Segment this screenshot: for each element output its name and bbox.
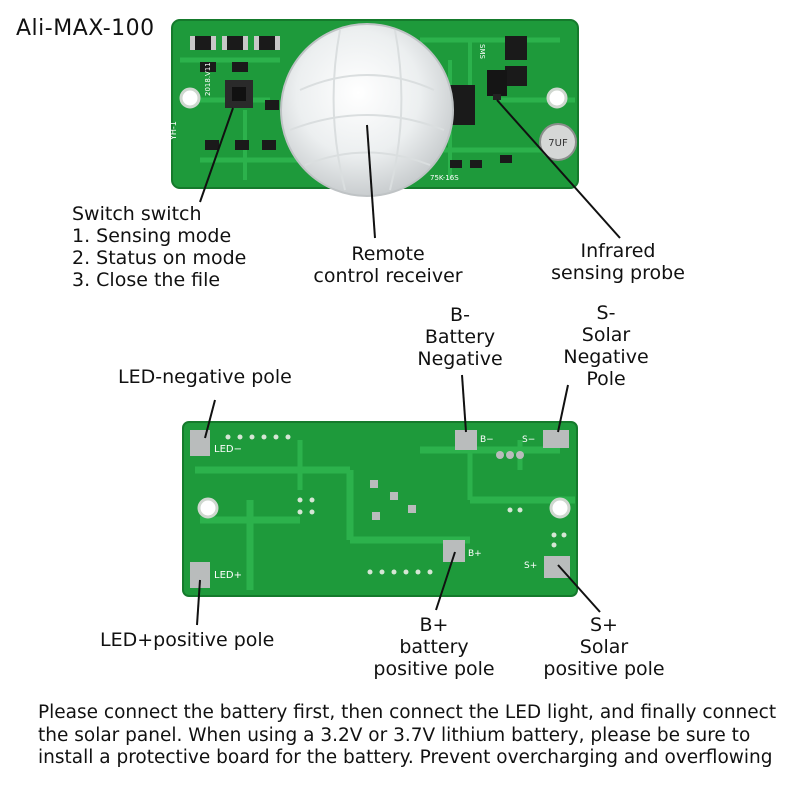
infrared-callout: Infrared sensing probe bbox=[551, 240, 685, 284]
s-negative-callout: S- Solar Negative Pole bbox=[563, 302, 649, 390]
svg-text:75K-16S: 75K-16S bbox=[430, 174, 459, 182]
switch-callout: Switch switch 1. Sensing mode 2. Status … bbox=[72, 203, 247, 291]
chip bbox=[232, 62, 248, 72]
silk-s-plus: S+ bbox=[524, 561, 537, 571]
remote-callout: Remote control receiver bbox=[313, 243, 463, 287]
mount-hole bbox=[179, 87, 201, 109]
chip bbox=[262, 140, 276, 150]
chip bbox=[235, 140, 249, 150]
brand-title: Ali-MAX-100 bbox=[16, 16, 155, 41]
svg-text:2018.V11: 2018.V11 bbox=[204, 62, 212, 96]
resistor bbox=[254, 36, 280, 50]
s-positive-callout: S+ Solar positive pole bbox=[543, 614, 665, 680]
silk-led-plus: LED+ bbox=[214, 570, 242, 581]
infrared-pointer bbox=[496, 99, 621, 239]
led-positive-pointer bbox=[196, 579, 201, 626]
resistor bbox=[222, 36, 248, 50]
s-positive-pointer bbox=[557, 564, 601, 613]
bottom-board-pcb bbox=[182, 421, 578, 597]
ic bbox=[505, 66, 527, 86]
switch-pointer bbox=[199, 107, 234, 203]
capacitor-label: 7UF bbox=[548, 138, 568, 149]
top-board: 7UF YH-1 2018.V11 75K-16S SMS bbox=[169, 19, 579, 197]
mount-hole bbox=[549, 497, 571, 519]
mount-hole bbox=[197, 497, 219, 519]
bottom-board: LED− LED+ B− B+ S− S+ bbox=[182, 421, 578, 597]
capacitor bbox=[539, 123, 577, 161]
mount-hole bbox=[546, 87, 568, 109]
pir-dome bbox=[280, 23, 454, 197]
chip bbox=[205, 140, 219, 150]
b-negative-callout: B- Battery Negative bbox=[417, 304, 503, 370]
pad-b-plus bbox=[443, 540, 465, 562]
chip bbox=[265, 100, 279, 110]
svg-text:SMS: SMS bbox=[478, 44, 486, 59]
resistor bbox=[190, 36, 216, 50]
infrared-probe bbox=[487, 70, 507, 96]
ic bbox=[505, 36, 527, 60]
pad-s-minus bbox=[543, 430, 569, 448]
pad-b-minus bbox=[455, 430, 477, 450]
silk-b-minus: B− bbox=[480, 435, 494, 445]
led-negative-pointer bbox=[204, 399, 216, 439]
b-negative-pointer bbox=[461, 374, 467, 433]
b-positive-callout: B+ battery positive pole bbox=[373, 614, 495, 680]
led-positive-callout: LED+positive pole bbox=[100, 629, 275, 651]
silk-b-plus: B+ bbox=[468, 549, 482, 559]
pad-led-plus bbox=[190, 562, 210, 588]
b-positive-pointer bbox=[435, 551, 456, 611]
s-negative-pointer bbox=[557, 384, 569, 433]
silk-led-minus: LED− bbox=[214, 444, 242, 455]
instruction-note: Please connect the battery first, then c… bbox=[38, 702, 777, 768]
led-negative-callout: LED-negative pole bbox=[118, 366, 292, 388]
remote-pointer bbox=[366, 124, 376, 239]
silk-s-minus: S− bbox=[522, 435, 535, 445]
chip bbox=[200, 62, 216, 72]
svg-text:YH-1: YH-1 bbox=[169, 121, 178, 141]
